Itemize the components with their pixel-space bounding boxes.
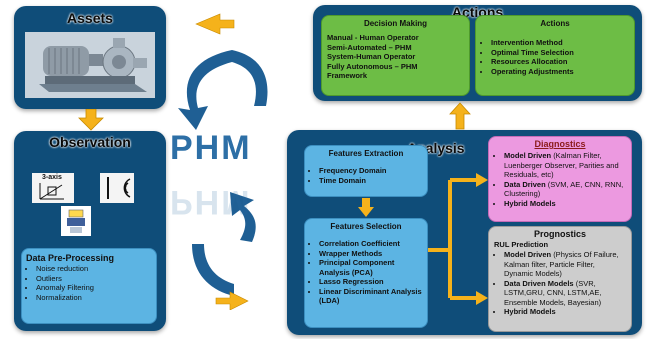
selection-item: Correlation Coefficient: [319, 239, 423, 249]
preprocessing-item: Anomaly Filtering: [36, 283, 152, 293]
preprocessing-item: Outliers: [36, 274, 152, 284]
diagnostics-item-name: Hybrid Models: [504, 198, 556, 208]
prognostics-item-detail: (Physics Of Failure, Kalman filter, Part…: [504, 250, 619, 278]
features-selection-heading: Features Selection: [330, 222, 402, 231]
preprocessing-item: Noise reduction: [36, 264, 152, 274]
arrow-extraction-to-selection: [358, 198, 374, 217]
diagnostics-item-detail: (SVM, AE, CNN, RNN, Clustering): [504, 179, 624, 199]
selection-item: Principal Component Analysis (PCA): [319, 258, 423, 277]
diagnostics-item-name: Data Driven: [504, 179, 546, 189]
selection-item: Lasso Regression: [319, 277, 423, 287]
features-extraction-box: Features Extraction Frequency Domain Tim…: [304, 145, 428, 197]
actions-box: Actions Intervention Method Optimal Time…: [475, 15, 635, 96]
selection-item: Wrapper Methods: [319, 249, 423, 259]
camera-sensor-icon: [61, 206, 91, 236]
arrow-assets-to-observation: [78, 109, 104, 131]
arrow-analysis-to-actions: [449, 102, 471, 130]
rul-prediction-label: RUL Prediction: [494, 240, 549, 249]
diagnostics-item-name: Model Driven: [504, 151, 552, 160]
preprocessing-heading: Data Pre-Processing: [26, 253, 115, 263]
accelerometer-icon: 3-axis: [32, 173, 74, 203]
decision-line: System-Human Operator: [327, 52, 416, 61]
prognostics-item: Model Driven (Physics Of Failure, Kalman…: [504, 250, 626, 279]
decision-line: Semi-Automated – PHM: [327, 42, 412, 52]
features-extraction-heading: Features Extraction: [328, 149, 404, 158]
prognostics-heading: Prognostics: [533, 229, 586, 239]
decision-line: Fully Autonomous – PHM: [327, 61, 418, 71]
phm-label: PHM: [170, 129, 252, 167]
decision-making-heading: Decision Making: [363, 19, 428, 28]
diagnostics-item: Hybrid Models: [504, 199, 626, 209]
decision-line: Manual - Human Operator: [327, 33, 419, 42]
extraction-item: Frequency Domain: [319, 166, 423, 176]
diagnostics-item: Model Driven (Kalman Filter, Luenberger …: [504, 151, 626, 180]
observation-panel: Observation 3-axis Data Pre-Processing N…: [14, 131, 166, 331]
prognostics-item: Data Driven Models (SVR, LSTM,GRU, CNN, …: [504, 279, 626, 308]
decision-making-box: Decision Making Manual - Human Operator …: [321, 15, 470, 96]
action-item: Intervention Method: [491, 38, 629, 48]
decision-line: Framework: [327, 71, 368, 80]
prognostics-box: Prognostics RUL Prediction Model Driven …: [488, 226, 632, 332]
acoustic-sensor-icon: [100, 173, 134, 203]
sensor-label: 3-axis: [42, 174, 62, 181]
prognostics-item-detail: (SVR, LSTM,GRU, CNN, LSTM,AE, Ensemble M…: [504, 278, 602, 307]
assets-panel: Assets: [14, 6, 166, 109]
prognostics-item-name: Hybrid Models: [504, 307, 556, 316]
diagnostics-box: Diagnostics Model Driven (Kalman Filter,…: [488, 136, 632, 222]
prognostics-item-name: Data Driven Models: [504, 278, 574, 288]
phm-cycle-arrows: [178, 13, 268, 310]
actions-panel: Actions Decision Making Manual - Human O…: [313, 4, 642, 101]
selection-item: Linear Discriminant Analysis (LDA): [319, 287, 423, 306]
phm-reflection: PHM: [170, 183, 252, 221]
diagnostics-item: Data Driven (SVM, AE, CNN, RNN, Clusteri…: [504, 180, 626, 199]
assets-title: Assets: [67, 10, 113, 26]
diagnostics-item-detail: (Kalman Filter, Luenberger Observer, Par…: [504, 151, 619, 179]
data-preprocessing-box: Data Pre-Processing Noise reduction Outl…: [21, 248, 157, 324]
pump-image: [25, 32, 155, 98]
action-item: Resources Allocation: [491, 57, 629, 67]
prognostics-item: Hybrid Models: [504, 307, 626, 317]
diagnostics-heading: Diagnostics: [534, 139, 586, 149]
actions-box-heading: Actions: [540, 19, 570, 28]
observation-title: Observation: [49, 134, 131, 150]
action-item: Operating Adjustments: [491, 67, 629, 77]
analysis-panel: Analysis Features Extraction Frequency D…: [287, 130, 642, 335]
connector-arrows: [428, 173, 488, 305]
features-selection-box: Features Selection Correlation Coefficie…: [304, 218, 428, 328]
extraction-item: Time Domain: [319, 176, 423, 186]
action-item: Optimal Time Selection: [491, 48, 629, 58]
prognostics-item-name: Model Driven: [504, 250, 552, 259]
preprocessing-item: Normalization: [36, 293, 152, 303]
